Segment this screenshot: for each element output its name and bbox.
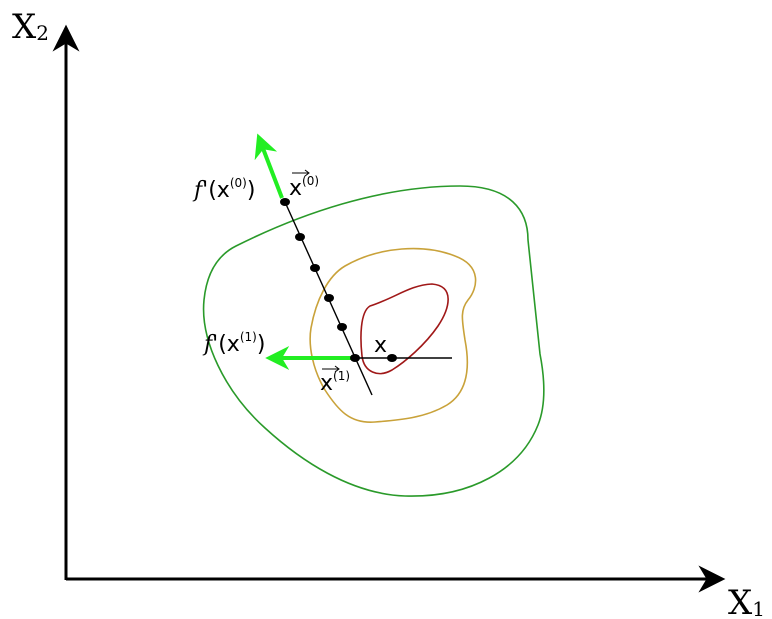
point-step-4: [337, 323, 347, 331]
minimum-label: x: [374, 333, 387, 358]
gradient-label-1: f'(x(1)): [202, 330, 265, 357]
point-x1: [350, 354, 360, 362]
point-step-3: [324, 294, 334, 302]
x0-label: x(0): [289, 169, 319, 201]
inner-contour: [360, 283, 449, 375]
gradient-arrow-0: [254, 133, 284, 199]
point-step-1: [295, 233, 305, 241]
y-axis-label-sub: 2: [36, 21, 49, 45]
outer-contour: [202, 185, 545, 497]
svg-text:x(0): x(0): [289, 174, 319, 201]
point-step-2: [310, 264, 320, 272]
y-axis-label: X2: [12, 7, 49, 47]
x-axis-label: X1: [728, 583, 765, 619]
svg-text:x(1): x(1): [320, 369, 350, 396]
middle-contour: [309, 247, 477, 423]
point-next: [387, 354, 397, 362]
x1-label: x(1): [320, 365, 350, 396]
x-axis-label-sub: 1: [752, 597, 765, 619]
point-x0: [280, 198, 290, 206]
gradient-label-0: f'(x(0)): [192, 176, 255, 203]
